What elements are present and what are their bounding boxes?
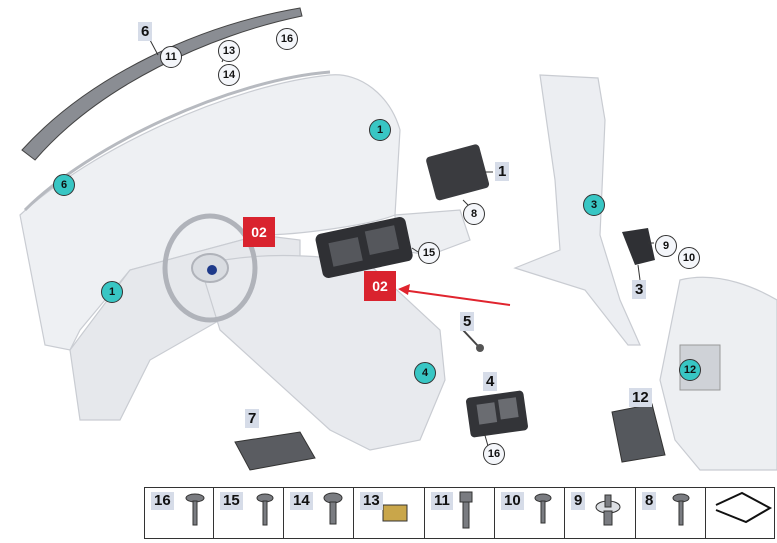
callout-4-rear: 4 [414,362,436,384]
strip-cell-10: 10 [494,487,564,539]
callout-9: 9 [655,235,677,257]
control-unit [611,403,666,463]
strip-num: 13 [360,492,383,510]
position-badge: 02 [243,217,275,247]
strip-num: 11 [431,492,453,510]
callout-15: 15 [418,242,440,264]
callout-14: 14 [218,64,240,86]
label-3: 3 [632,280,647,299]
strip-cell-9: 9 [564,487,635,539]
callout-16-rear: 16 [483,443,505,465]
callout-6-strip: 6 [53,174,75,196]
pillar-trim [513,74,641,346]
diagram-symbol-icon [715,491,773,524]
vent-part-3 [622,228,655,265]
strip-cell-8: 8 [635,487,705,539]
strip-cell-14: 14 [283,487,353,539]
callout-1-vent: 1 [369,119,391,141]
label-4: 4 [483,372,498,391]
trim-strip [21,7,303,161]
strip-cell-symbol [705,487,775,539]
position-badge: 02 [364,271,396,301]
strip-cell-16: 16 [144,487,213,539]
strip-cell-11: 11 [424,487,494,539]
callout-12-console: 12 [679,359,701,381]
callout-16: 16 [276,28,298,50]
strip-icons [185,491,690,529]
strip-num: 16 [151,492,174,510]
label-5: 5 [460,312,475,331]
strip-cell-15: 15 [213,487,283,539]
strip-cell-13: 13 [353,487,424,539]
vent-part-1 [426,144,490,201]
callout-3-pillar: 3 [583,194,605,216]
strip-num: 8 [642,492,657,510]
callout-8: 8 [463,203,485,225]
strip-num: 9 [571,492,586,510]
rear-vent-part [466,390,528,438]
strip-num: 14 [290,492,313,510]
logo-icon [207,265,217,275]
label-6: 6 [138,22,153,41]
duct-part [234,431,316,471]
pointer-arrow [401,289,511,306]
label-1: 1 [495,162,510,181]
strip-num: 10 [501,492,524,510]
callout-1-left: 1 [101,281,123,303]
callout-11: 11 [160,46,182,68]
callout-13: 13 [218,40,240,62]
callout-10: 10 [678,247,700,269]
strip-num: 15 [220,492,243,510]
label-7: 7 [245,409,260,428]
label-12: 12 [629,388,652,407]
